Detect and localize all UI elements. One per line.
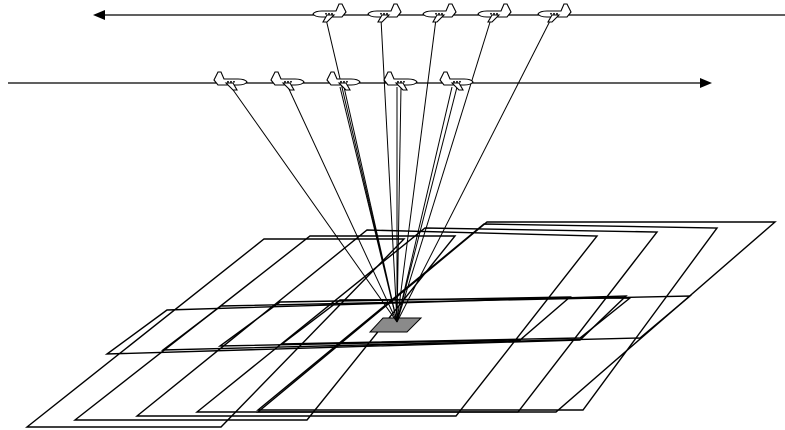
footprint-10	[279, 297, 633, 345]
arrow-right-icon	[700, 78, 712, 88]
airplane-icon	[367, 3, 402, 23]
ray	[396, 18, 437, 323]
ray	[339, 86, 398, 323]
footprint-1	[24, 238, 406, 428]
arrow-left-icon	[93, 10, 105, 20]
ray	[396, 18, 552, 323]
airplane-icon	[326, 71, 361, 91]
ray	[396, 18, 492, 323]
ray	[396, 86, 402, 323]
airplane-icon	[312, 3, 347, 23]
ray	[396, 86, 453, 323]
ray	[287, 86, 398, 323]
ray	[380, 18, 398, 323]
aircraft-row-lower	[213, 71, 474, 91]
airplane-icon	[537, 3, 572, 23]
airplane-icon	[213, 71, 248, 91]
airplane-icon	[383, 71, 418, 91]
airplane-icon	[270, 71, 305, 91]
airplane-icon	[422, 3, 457, 23]
footprint-5	[256, 223, 719, 411]
ray	[396, 86, 458, 323]
airplane-icon	[477, 3, 512, 23]
airplane-icon	[439, 71, 474, 91]
footprint-3	[135, 229, 599, 417]
ray	[230, 86, 398, 323]
ground-target-cell	[368, 317, 423, 333]
ray	[343, 86, 398, 323]
sight-rays	[230, 18, 552, 323]
aircraft-row-upper	[312, 3, 572, 23]
footprint-2	[72, 235, 457, 421]
footprint-6	[256, 221, 777, 413]
flight-line-lower	[8, 78, 712, 88]
ground-footprints	[24, 221, 777, 428]
